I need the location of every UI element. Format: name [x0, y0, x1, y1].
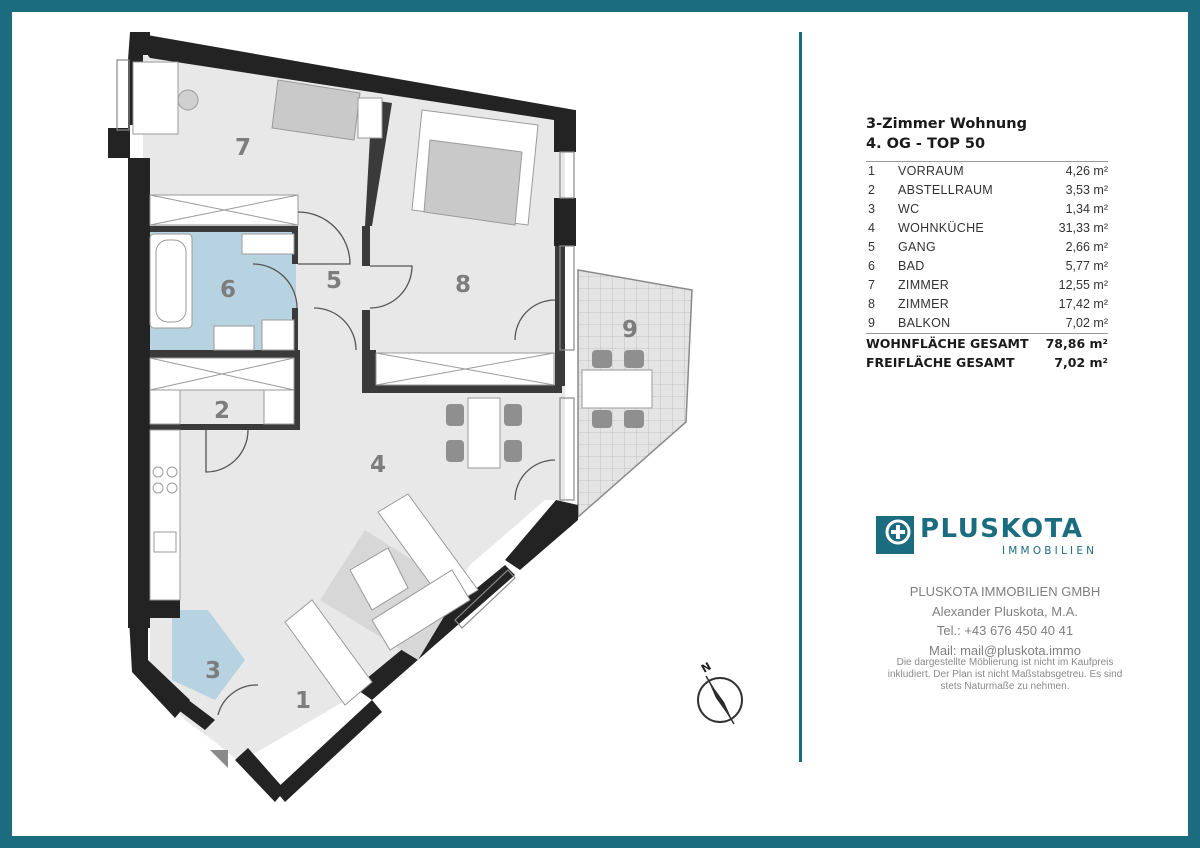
room-area: 5,77 m²	[1065, 259, 1108, 273]
room-area: 4,26 m²	[1065, 164, 1108, 178]
windows	[116, 59, 575, 629]
table-row: 5 GANG 2,66 m²	[866, 238, 1108, 257]
entry-arrow-icon	[210, 750, 228, 768]
balcony-dining	[581, 350, 653, 428]
room-num: 3	[868, 202, 875, 216]
room-label: 1	[295, 688, 311, 714]
contact-block: PLUSKOTA IMMOBILIEN GMBH Alexander Plusk…	[860, 582, 1150, 660]
total-area: 7,02 m²	[1054, 355, 1108, 370]
plus-house-icon	[876, 516, 914, 554]
room-name: BAD	[898, 259, 925, 273]
table-row: 7 ZIMMER 12,55 m²	[866, 276, 1108, 295]
room-label: 6	[220, 277, 236, 303]
room-table: 1 VORRAUM 4,26 m² 2 ABSTELLRAUM 3,53 m² 3 WC 1…	[866, 161, 1108, 372]
disclaimer-text: Die dargestellte Möblierung ist nicht im…	[887, 657, 1123, 692]
company-name: PLUSKOTA IMMOBILIEN GMBH	[909, 584, 1101, 599]
room-area: 1,34 m²	[1065, 202, 1108, 216]
room-name: WC	[898, 202, 920, 216]
room-num: 2	[868, 183, 875, 197]
room-num: 5	[868, 240, 875, 254]
room-area: 12,55 m²	[1058, 278, 1108, 292]
room-label: 3	[205, 658, 221, 684]
room-name: BALKON	[898, 316, 951, 330]
table-row: 6 BAD 5,77 m²	[866, 257, 1108, 276]
room-name: ZIMMER	[898, 278, 950, 292]
room-label: 8	[455, 272, 471, 298]
title-line1: 3-Zimmer Wohnung	[866, 116, 1027, 132]
room-num: 6	[868, 259, 875, 273]
wc-area	[172, 610, 245, 700]
table-row: 9 BALKON 7,02 m²	[866, 314, 1108, 333]
room-num: 4	[868, 221, 875, 235]
logo-subtitle: IMMOBILIEN	[1002, 545, 1098, 557]
logo-name: PLUSKOTA	[920, 514, 1084, 544]
room-area: 31,33 m²	[1058, 221, 1108, 235]
total-name: WOHNFLÄCHE GESAMT	[866, 336, 1029, 351]
title-line2: 4. OG - TOP 50	[866, 136, 986, 152]
north-arrow-icon: N	[697, 660, 743, 725]
table-row: 8 ZIMMER 17,42 m²	[866, 295, 1108, 314]
room-label: 4	[370, 452, 386, 478]
table-row: 1 VORRAUM 4,26 m²	[866, 162, 1108, 181]
door-swings	[205, 211, 556, 716]
kitchen-counter	[149, 429, 181, 601]
compass-label: N	[699, 660, 713, 676]
table-row: 4 WOHNKÜCHE 31,33 m²	[866, 219, 1108, 238]
room-label: 2	[214, 398, 230, 424]
divider	[799, 32, 802, 762]
bed-room8	[411, 109, 539, 226]
total-area: 78,86 m²	[1045, 336, 1108, 351]
room-label: 9	[622, 317, 638, 343]
room-area: 2,66 m²	[1065, 240, 1108, 254]
table-row: 2 ABSTELLRAUM 3,53 m²	[866, 181, 1108, 200]
total-row: WOHNFLÄCHE GESAMT 78,86 m²	[866, 333, 1108, 353]
room-name: GANG	[898, 240, 937, 254]
room-num: 8	[868, 297, 875, 311]
room-name: ABSTELLRAUM	[898, 183, 993, 197]
wardrobes	[149, 194, 555, 706]
contact-person: Alexander Pluskota, M.A.	[932, 603, 1078, 619]
total-name: FREIFLÄCHE GESAMT	[866, 355, 1015, 370]
room-area: 17,42 m²	[1058, 297, 1108, 311]
table-row: 3 WC 1,34 m²	[866, 200, 1108, 219]
room-name: ZIMMER	[898, 297, 950, 311]
room-label: 5	[326, 268, 342, 294]
room-area: 7,02 m²	[1065, 316, 1108, 330]
total-row: FREIFLÄCHE GESAMT 7,02 m²	[866, 353, 1108, 372]
bed-room7	[132, 61, 383, 141]
bath-fixtures	[149, 233, 295, 351]
room-area: 3,53 m²	[1065, 183, 1108, 197]
dining-set	[446, 397, 522, 469]
sofa-set	[320, 493, 479, 660]
room-num: 9	[868, 316, 875, 330]
apartment-title: 3-Zimmer Wohnung 4. OG - TOP 50	[866, 114, 1116, 154]
room-label: 7	[235, 135, 251, 161]
room-num: 7	[868, 278, 875, 292]
room-num: 1	[868, 164, 875, 178]
company-logo: PLUSKOTA IMMOBILIEN	[876, 514, 1116, 564]
room-name: VORRAUM	[898, 164, 964, 178]
contact-phone: Tel.: +43 676 450 40 41	[936, 623, 1074, 638]
room-name: WOHNKÜCHE	[898, 221, 985, 235]
contact-email: Mail: mail@pluskota.immo	[929, 642, 1081, 658]
